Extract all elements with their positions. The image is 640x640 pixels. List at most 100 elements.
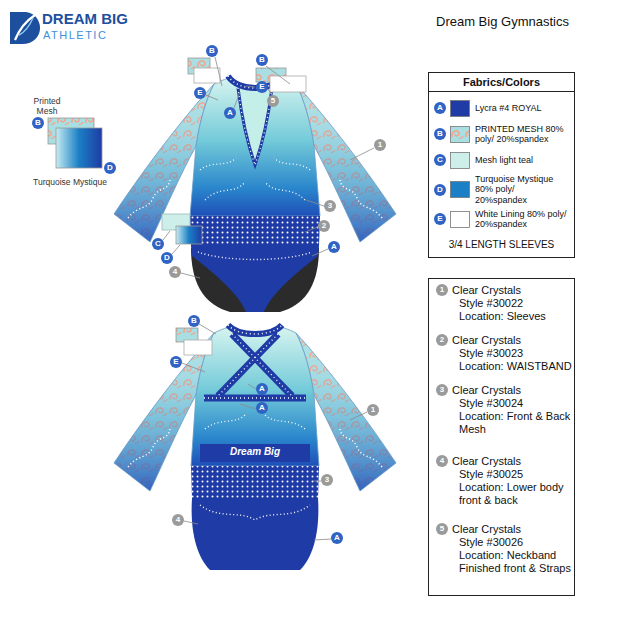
- fabric-swatch: [176, 226, 202, 244]
- leader-line: [199, 324, 216, 334]
- callout-letter: E: [256, 81, 268, 93]
- crystal-entry: Clear CrystalsStyle #30024Location: Fron…: [452, 384, 573, 436]
- crystal-entry: Clear CrystalsStyle #30025Location: Lowe…: [452, 455, 573, 507]
- legend-swatch: [450, 126, 470, 143]
- crystal-detail: Style #30022: [452, 297, 573, 310]
- back-leotard: [114, 325, 396, 570]
- legend: A Lycra #4 ROYAL BPRINTED MESH 80% poly/ 2…: [429, 92, 574, 235]
- sheet-title: Dream Big Gymnastics: [436, 14, 569, 29]
- leader-line: [234, 92, 240, 108]
- legend-row: A Lycra #4 ROYAL: [434, 95, 569, 121]
- legend-text: PRINTED MESH 80% poly/ 20%spandex: [475, 124, 569, 145]
- crystal-detail: Style #30026: [452, 536, 573, 549]
- crystal-detail: Location: Sleeves: [452, 310, 573, 323]
- leader-line: [248, 384, 256, 389]
- leader-line: [350, 412, 367, 420]
- crystal-frame: [428, 278, 575, 596]
- fabric-swatch: [270, 76, 306, 92]
- callout-letter: B: [256, 54, 268, 66]
- box-heading: Fabrics/Colors: [429, 73, 574, 92]
- crystal-entry: Clear CrystalsStyle #30023Location: WAIS…: [452, 334, 573, 373]
- crystal-detail: Style #30023: [452, 347, 573, 360]
- callout-letter: D: [161, 252, 173, 264]
- callout-letter: C: [152, 238, 164, 250]
- leader-line: [206, 95, 218, 100]
- callout-number: 3: [321, 474, 333, 486]
- logo-icon: [15, 15, 35, 40]
- back-leotard: [200, 444, 310, 462]
- crystal-name: Clear Crystals: [452, 334, 573, 347]
- leader-line: [266, 66, 290, 84]
- callout-number: 5: [436, 523, 448, 535]
- logo-icon: [19, 18, 33, 35]
- callout-number: 4: [436, 455, 448, 467]
- callout-letter: A: [331, 532, 343, 544]
- back-leotard: [205, 415, 305, 429]
- crystal-detail: Location: Lower body front & back: [452, 481, 573, 507]
- crystal-detail: Location: WAISTBAND: [452, 360, 573, 373]
- back-leotard: [228, 325, 282, 334]
- crystal-detail: Style #30025: [452, 468, 573, 481]
- callout-letter: A: [328, 241, 340, 253]
- legend-swatch: [451, 100, 470, 116]
- callout-letter: B: [188, 315, 200, 327]
- leader-line: [350, 148, 374, 160]
- leader-line: [181, 273, 200, 278]
- callout-number: 4: [169, 266, 181, 278]
- legend-swatch: [450, 152, 470, 169]
- back-leotard: [192, 498, 319, 570]
- legend-text: White Lining 80% poly/ 20%spandex: [475, 209, 569, 230]
- brand-name: DREAM BIG: [42, 10, 128, 27]
- legend-row: BPRINTED MESH 80% poly/ 20%spandex: [434, 121, 569, 147]
- back-leotard: [204, 334, 306, 398]
- leader-line: [163, 231, 170, 240]
- crystal-name: Clear Crystals: [452, 523, 573, 536]
- front-leotard: [198, 252, 312, 260]
- front-leotard: [114, 76, 396, 312]
- legend-swatch: [450, 181, 470, 198]
- crystal-name: Clear Crystals: [452, 284, 573, 297]
- front-leotard: [190, 216, 320, 246]
- legend-swatch: [450, 100, 470, 117]
- front-leotard: [191, 246, 319, 312]
- callout-number: 3: [324, 200, 336, 212]
- callout-letter: A: [434, 102, 446, 114]
- legend-swatch: [451, 126, 470, 142]
- fabric-swatch: [56, 128, 102, 168]
- legend-text: Lycra #4 ROYAL: [475, 103, 569, 113]
- fabric-swatch: [184, 340, 212, 355]
- callout-number: 5: [267, 95, 279, 107]
- leader-line: [246, 86, 255, 87]
- front-leotard: [190, 78, 320, 216]
- crystal-detail: Location: Neckband Finished front & Stra…: [452, 549, 573, 575]
- crystal-name: Clear Crystals: [452, 455, 573, 468]
- front-leotard: [190, 216, 320, 246]
- callout-letter: E: [194, 87, 206, 99]
- callout-number: 1: [374, 139, 386, 151]
- legend-swatch: [451, 152, 470, 168]
- callout-letter: D: [104, 162, 116, 174]
- legend-row: E White Lining 80% poly/ 20%spandex: [434, 206, 569, 232]
- callout-number: 1: [436, 284, 448, 296]
- logo-icon: [10, 12, 40, 44]
- callout-letter: B: [206, 45, 218, 57]
- back-leotard: [228, 325, 282, 334]
- crystal-entry: Clear CrystalsStyle #30022Location: Slee…: [452, 284, 573, 323]
- back-leotard: [340, 429, 382, 467]
- callout-letter: E: [434, 213, 446, 225]
- callout-letter: A: [256, 402, 268, 414]
- front-leotard: [128, 180, 170, 218]
- callout-number: 2: [318, 220, 330, 232]
- leader-line: [305, 227, 318, 232]
- crystal-detail: Location: Front & Back Mesh: [452, 410, 573, 436]
- callout-number: 1: [367, 404, 379, 416]
- leader-line: [215, 57, 222, 86]
- brand-name: ATHLETIC: [43, 29, 107, 41]
- leader-line: [163, 57, 374, 540]
- fabric-swatch: [194, 68, 220, 83]
- leader-line: [184, 521, 198, 524]
- legend-swatch: [451, 211, 470, 227]
- front-leotard: [200, 158, 310, 200]
- callout-number: 3: [436, 384, 448, 396]
